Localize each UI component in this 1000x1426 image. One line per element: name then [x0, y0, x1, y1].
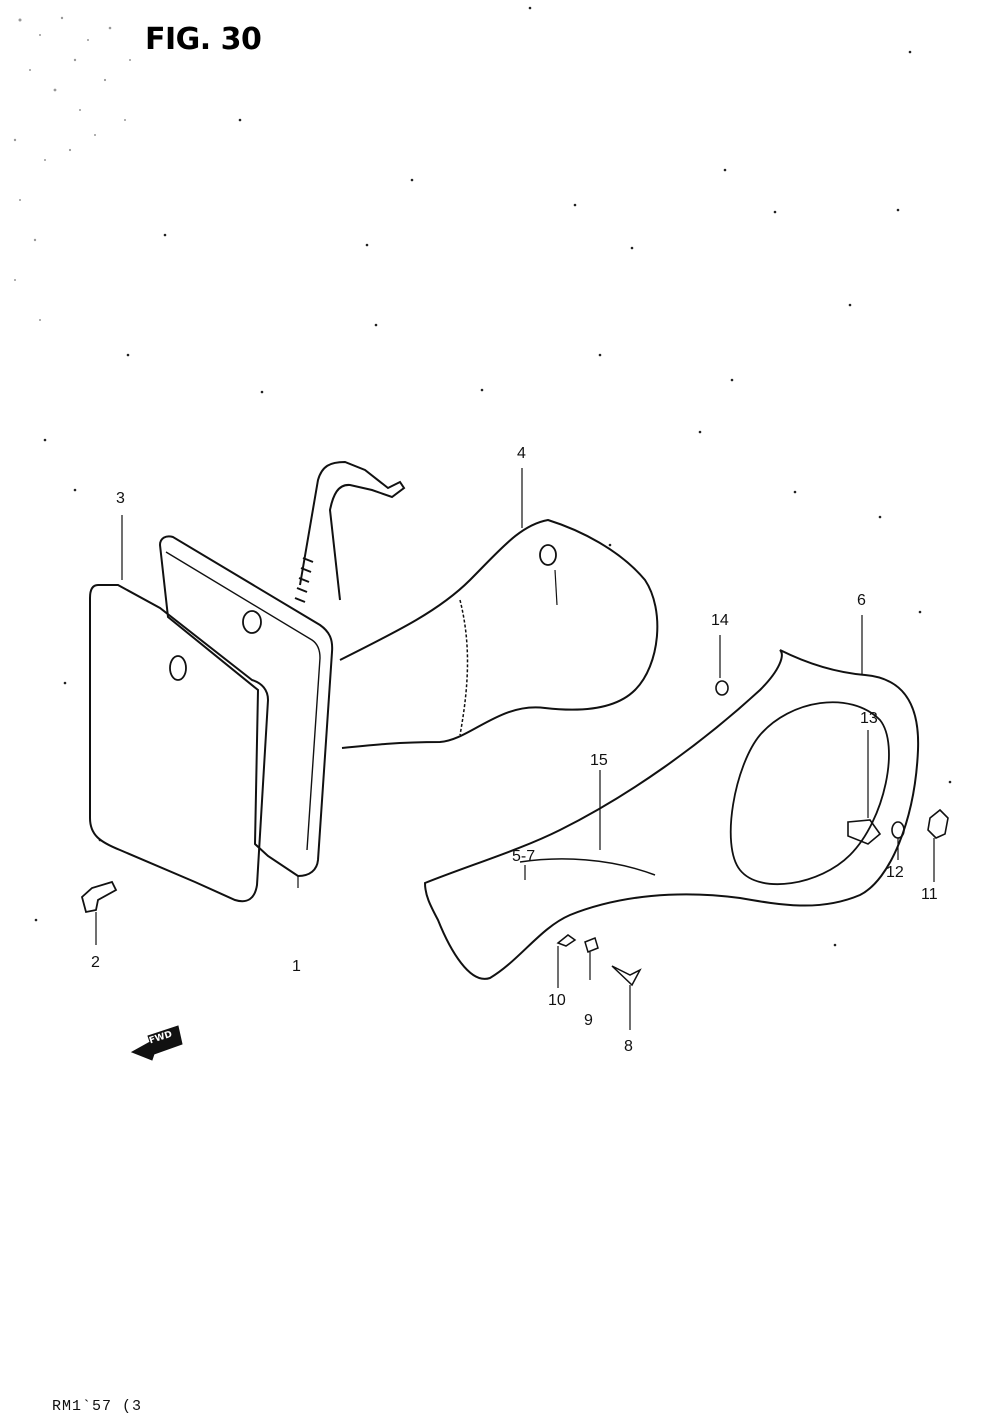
- part-6-lower-edge: [519, 858, 656, 876]
- part-10-clip: [556, 934, 577, 947]
- callout-1: 1: [292, 958, 301, 975]
- fwd-arrow-icon: [130, 1025, 183, 1061]
- part-8-bolt: [611, 965, 642, 987]
- part-1-vent-slots: [294, 557, 314, 603]
- part-3-cover-plate: [89, 584, 270, 903]
- part-6-inner-oval: [729, 701, 890, 886]
- callout-13: 13: [860, 710, 878, 727]
- callout-8: 8: [624, 1038, 633, 1055]
- part-4-inner-line: [459, 599, 469, 736]
- part-4-grommet: [539, 544, 557, 566]
- part-4-side-cover: [339, 518, 659, 749]
- callout-14: 14: [711, 612, 729, 629]
- callout-4: 4: [517, 445, 526, 462]
- part-6-side-cover: [423, 649, 920, 980]
- callout-6: 6: [857, 592, 866, 609]
- leader-lines: [95, 468, 935, 1030]
- part-2-screw: [80, 880, 118, 914]
- part-11-bolt: [927, 808, 949, 839]
- scan-dots: [34, 6, 952, 947]
- callout-15: 15: [590, 752, 608, 769]
- part-3-hole: [169, 655, 187, 681]
- callout-2: 2: [91, 954, 100, 971]
- part-13-collar: [847, 819, 882, 845]
- callout-9: 9: [584, 1012, 593, 1029]
- part-1-stay: [299, 460, 406, 601]
- callout-10: 10: [548, 992, 566, 1009]
- callout-12: 12: [886, 864, 904, 881]
- scan-noise: [13, 16, 131, 321]
- footer-code: RM1`57 (3: [52, 1398, 143, 1415]
- callout-5-7: 5-7: [512, 848, 536, 865]
- callout-3: 3: [116, 490, 125, 507]
- part-1-inner-edge: [165, 551, 321, 851]
- callout-11: 11: [921, 886, 938, 903]
- part-9-grommet: [584, 936, 599, 954]
- part-1-number-plate: [158, 535, 334, 878]
- part-1-hole: [242, 610, 262, 634]
- part-12-washer: [891, 821, 905, 839]
- figure-title: FIG. 30: [145, 22, 262, 57]
- part-14-washer: [715, 680, 729, 696]
